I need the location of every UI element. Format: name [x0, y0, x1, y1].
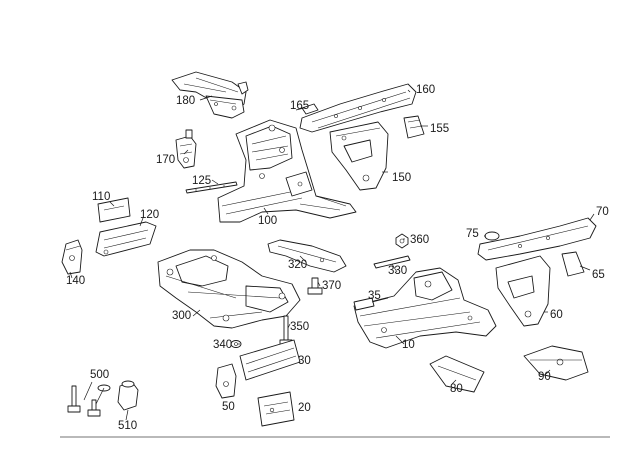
- label-35: 35: [368, 290, 381, 302]
- label-60: 60: [550, 309, 563, 321]
- part-110-plate[interactable]: [97, 197, 131, 223]
- part-140-bracket[interactable]: [61, 239, 83, 275]
- part-65-small-panel[interactable]: [561, 251, 585, 277]
- part-320-cross-member[interactable]: [267, 239, 347, 273]
- part-160-upper-rail[interactable]: [299, 83, 417, 133]
- part-170-mount[interactable]: [175, 129, 197, 169]
- part-30-panel[interactable]: [239, 339, 301, 381]
- label-80: 80: [450, 383, 463, 395]
- label-50: 50: [222, 401, 235, 413]
- label-350: 350: [290, 321, 309, 333]
- part-155-small-panel[interactable]: [403, 115, 425, 139]
- part-35-bracket[interactable]: [353, 297, 375, 311]
- label-140: 140: [66, 275, 85, 287]
- label-100: 100: [258, 215, 277, 227]
- part-500-bolts[interactable]: [67, 384, 111, 417]
- label-150: 150: [392, 172, 411, 184]
- part-180-bracket[interactable]: [171, 71, 249, 119]
- label-30: 30: [298, 355, 311, 367]
- label-110: 110: [92, 191, 110, 203]
- part-100-front-frame[interactable]: [217, 119, 357, 223]
- part-20-plate[interactable]: [257, 391, 295, 427]
- label-160: 160: [416, 84, 435, 96]
- part-120-lower-rail[interactable]: [95, 221, 157, 257]
- part-510-nut[interactable]: [117, 380, 139, 411]
- label-125: 125: [192, 175, 211, 187]
- part-75-plate[interactable]: [484, 231, 500, 241]
- label-65: 65: [592, 269, 605, 281]
- leader-lines: [69, 89, 595, 421]
- part-165-plate[interactable]: [301, 103, 319, 115]
- part-330-bar[interactable]: [373, 255, 411, 269]
- label-500: 500: [90, 369, 109, 381]
- part-150-inner-panel[interactable]: [329, 121, 389, 191]
- label-360: 360: [410, 234, 429, 246]
- part-300-subframe[interactable]: [157, 249, 301, 329]
- label-20: 20: [298, 402, 311, 414]
- label-165: 165: [290, 100, 309, 112]
- label-300: 300: [172, 310, 191, 322]
- label-90: 90: [538, 371, 551, 383]
- label-155: 155: [430, 123, 449, 135]
- part-80-bracket[interactable]: [429, 355, 485, 393]
- part-70-upper-rail[interactable]: [477, 217, 597, 261]
- part-125-rod[interactable]: [185, 181, 238, 194]
- label-180: 180: [176, 95, 195, 107]
- part-340-nut[interactable]: [230, 340, 242, 348]
- label-70: 70: [596, 206, 609, 218]
- label-320: 320: [288, 259, 307, 271]
- label-510: 510: [118, 420, 137, 432]
- part-10-side-frame[interactable]: [353, 267, 497, 349]
- label-370: 370: [322, 280, 341, 292]
- part-60-inner-panel[interactable]: [495, 255, 551, 327]
- part-360-nut[interactable]: [395, 233, 409, 249]
- label-120: 120: [140, 209, 159, 221]
- label-10: 10: [402, 339, 415, 351]
- label-340: 340: [213, 339, 232, 351]
- part-90-mount[interactable]: [523, 345, 589, 381]
- label-170: 170: [156, 154, 175, 166]
- label-330: 330: [388, 265, 407, 277]
- label-75: 75: [466, 228, 479, 240]
- part-number-labels: 180 170 125 110 120 140 300 320 370 340 …: [66, 84, 609, 432]
- part-370-bolt[interactable]: [307, 277, 323, 295]
- part-50-bracket[interactable]: [215, 363, 237, 399]
